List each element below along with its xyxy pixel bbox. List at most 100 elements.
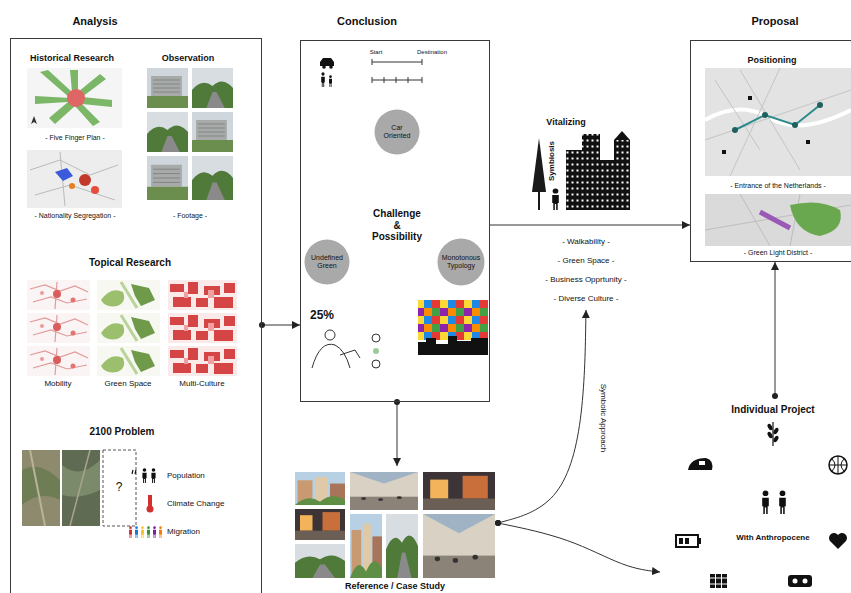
symbiosis-icon: [532, 131, 630, 210]
green-sketch: [340, 350, 360, 358]
route-diagram: [322, 65, 326, 69]
group-heading: Vitalizing: [546, 117, 585, 127]
green-sketch: [372, 360, 380, 368]
positioning-map: [705, 194, 851, 246]
route-diagram: [320, 58, 422, 87]
factor-icon: [153, 526, 156, 538]
circle-outline: [305, 240, 350, 285]
aerial-map: [22, 450, 60, 526]
analysis-panel: AnalysisHistorical ResearchObservation- …: [10, 38, 262, 593]
route-label: Start: [370, 49, 383, 56]
project-icon: [679, 538, 683, 544]
project-icon: [710, 578, 727, 584]
reference-photo: [423, 472, 495, 510]
footage-photo: [192, 68, 233, 108]
symbiosis-icon: [614, 140, 630, 210]
challenge-circle: Undefined Green: [304, 239, 350, 285]
project-icon: [676, 535, 698, 547]
typology-image: [418, 324, 488, 332]
flow-connector: [490, 225, 690, 226]
circle-label: Car Oriented: [384, 124, 411, 140]
flow-connector: [775, 262, 776, 396]
positioning-map: [722, 150, 726, 154]
project-icon: [676, 422, 847, 588]
circle-label: Undefined Green: [311, 254, 343, 270]
positioning-map: [760, 212, 790, 228]
image-caption: - Nationality Segregation -: [35, 212, 116, 220]
factor-label: Population: [167, 471, 205, 480]
typology-image: [418, 300, 488, 308]
flow-connector: [498, 523, 660, 572]
edge-label: Symbolic Approach: [598, 382, 607, 454]
image-caption: - Footage -: [173, 212, 207, 220]
five-finger-map: [67, 89, 85, 107]
symbiosis-icon: [614, 131, 630, 140]
image-caption: - Five Finger Plan -: [45, 134, 105, 142]
section-heading: 2100 Problem: [89, 426, 154, 438]
flow-connector: [498, 310, 586, 523]
factor-icon: [129, 468, 162, 538]
section-heading: Observation: [162, 53, 215, 63]
positioning-map: [748, 96, 752, 100]
segregation-map: [27, 150, 122, 208]
five-finger-map: [35, 70, 112, 126]
topical-map: [168, 313, 237, 343]
icon-label: With Anthropocene: [736, 533, 809, 542]
reference-photo: [350, 514, 382, 578]
group-heading: Individual Project: [731, 404, 814, 416]
positioning-map: [790, 202, 841, 236]
footage-photo: [147, 68, 233, 200]
challenge-circle: Monotonous Typology: [437, 238, 485, 286]
positioning-map: [792, 122, 798, 128]
typology-image: [418, 308, 488, 316]
symbiosis-icon: [566, 150, 582, 210]
project-icon: [722, 574, 727, 588]
factor-icon: [151, 468, 155, 483]
project-icon: [772, 422, 773, 446]
map-label: Mobility: [44, 379, 71, 388]
topical-map: [168, 346, 237, 376]
symbiosis-icon: [538, 192, 540, 210]
positioning-map: [806, 140, 810, 144]
project-icon: [773, 427, 780, 435]
factor-label: Climate Change: [167, 499, 224, 508]
project-icon: [762, 490, 769, 514]
footage-photo: [192, 156, 233, 200]
factor-label: Migration: [167, 527, 200, 536]
footage-photo: [192, 112, 233, 152]
five-finger-map: [27, 68, 122, 128]
project-icon: [779, 490, 786, 514]
section-heading: Topical Research: [89, 257, 171, 269]
connector-group: [262, 225, 775, 572]
project-icon: [710, 574, 715, 588]
flow-connector: [397, 402, 398, 466]
goal-item: - Walkability -: [562, 237, 610, 246]
project-icon: [716, 574, 721, 588]
route-diagram: [372, 59, 422, 65]
green-sketch: [312, 330, 380, 368]
factor-icon: [141, 526, 144, 538]
project-icon: [767, 423, 774, 431]
group-caption: Reference / Case Study: [345, 581, 445, 591]
factor-icon: [132, 470, 136, 474]
section-heading: Positioning: [748, 55, 797, 65]
positioning-map: [732, 127, 738, 133]
conclusion-panel: Car OrientedUndefined Green Monotonous Ty…: [300, 40, 490, 402]
project-icon: [829, 533, 847, 549]
segregation-map: [30, 152, 118, 206]
symbiosis-icon: [582, 134, 600, 210]
panel-heading: Conclusion: [337, 15, 397, 28]
reference-photo: [350, 472, 418, 510]
factor-icon: [148, 495, 152, 506]
factor-icon: [135, 526, 138, 538]
typology-image: [418, 316, 488, 324]
positioning-map: [705, 68, 851, 176]
map-label: Multi-Culture: [179, 379, 224, 388]
project-group: Individual ProjectWith Anthropocene: [660, 396, 851, 593]
topical-map: [97, 313, 160, 343]
route-diagram: [329, 65, 333, 69]
project-icon: [829, 456, 847, 474]
challenge-circle: Car Oriented: [374, 109, 420, 155]
project-icon: [788, 575, 812, 587]
goal-item: - Business Opprtunity -: [545, 275, 626, 284]
